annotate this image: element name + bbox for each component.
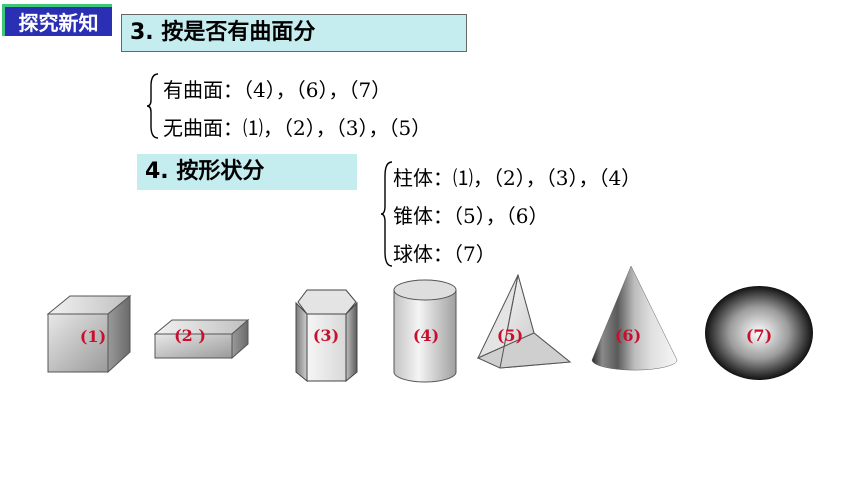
shape-label-2: (2 ) [174,326,206,345]
row-pyramid: 锥体：（5），（6） [393,200,548,229]
shape-label-5: (5) [497,326,523,345]
brace-curved-surface [146,73,159,139]
pyramid-shape: (5) [476,273,572,369]
row-prism-items: ⑴，（2），（3），（4） [453,166,642,190]
section-3-title: 3. 按是否有曲面分 [121,14,467,52]
cylinder-shape: (4) [393,279,457,383]
row-curved-label: 有曲面： [163,78,243,102]
shape-label-3: (3) [313,326,339,345]
row-pyramid-label: 锥体： [393,204,453,228]
shape-label-1: (1) [80,327,106,346]
row-sphere: 球体：（7） [393,238,496,267]
row-curved: 有曲面：（4），（6），（7） [163,74,391,103]
row-sphere-label: 球体： [393,242,453,266]
row-prism-label: 柱体： [393,166,453,190]
shape-label-7: (7) [746,326,772,345]
brace-shape [380,161,393,267]
row-prism: 柱体：⑴，（2），（3），（4） [393,162,641,191]
row-curved-items: （4），（6），（7） [243,78,392,102]
row-flat-items: ⑴，（2），（3），（5） [243,116,432,140]
cuboid-shape: (2 ) [153,318,250,360]
cone-shape: (6) [591,265,678,371]
row-flat-label: 无曲面： [163,116,243,140]
hexagonal-prism-shape: (3) [295,289,358,383]
sphere-shape: (7) [705,286,813,380]
solid-shapes-figure: (1) (2 ) (3) (4) (5) (6) (7) [46,265,813,383]
section-badge: 探究新知 [2,4,112,36]
row-pyramid-items: （5），（6） [453,204,549,228]
shape-label-6: (6) [615,326,641,345]
row-sphere-items: （7） [453,242,496,266]
section-4-title: 4. 按形状分 [137,154,357,190]
shape-label-4: (4) [413,326,439,345]
row-flat: 无曲面：⑴，（2），（3），（5） [163,112,431,141]
cube-shape: (1) [46,294,132,374]
